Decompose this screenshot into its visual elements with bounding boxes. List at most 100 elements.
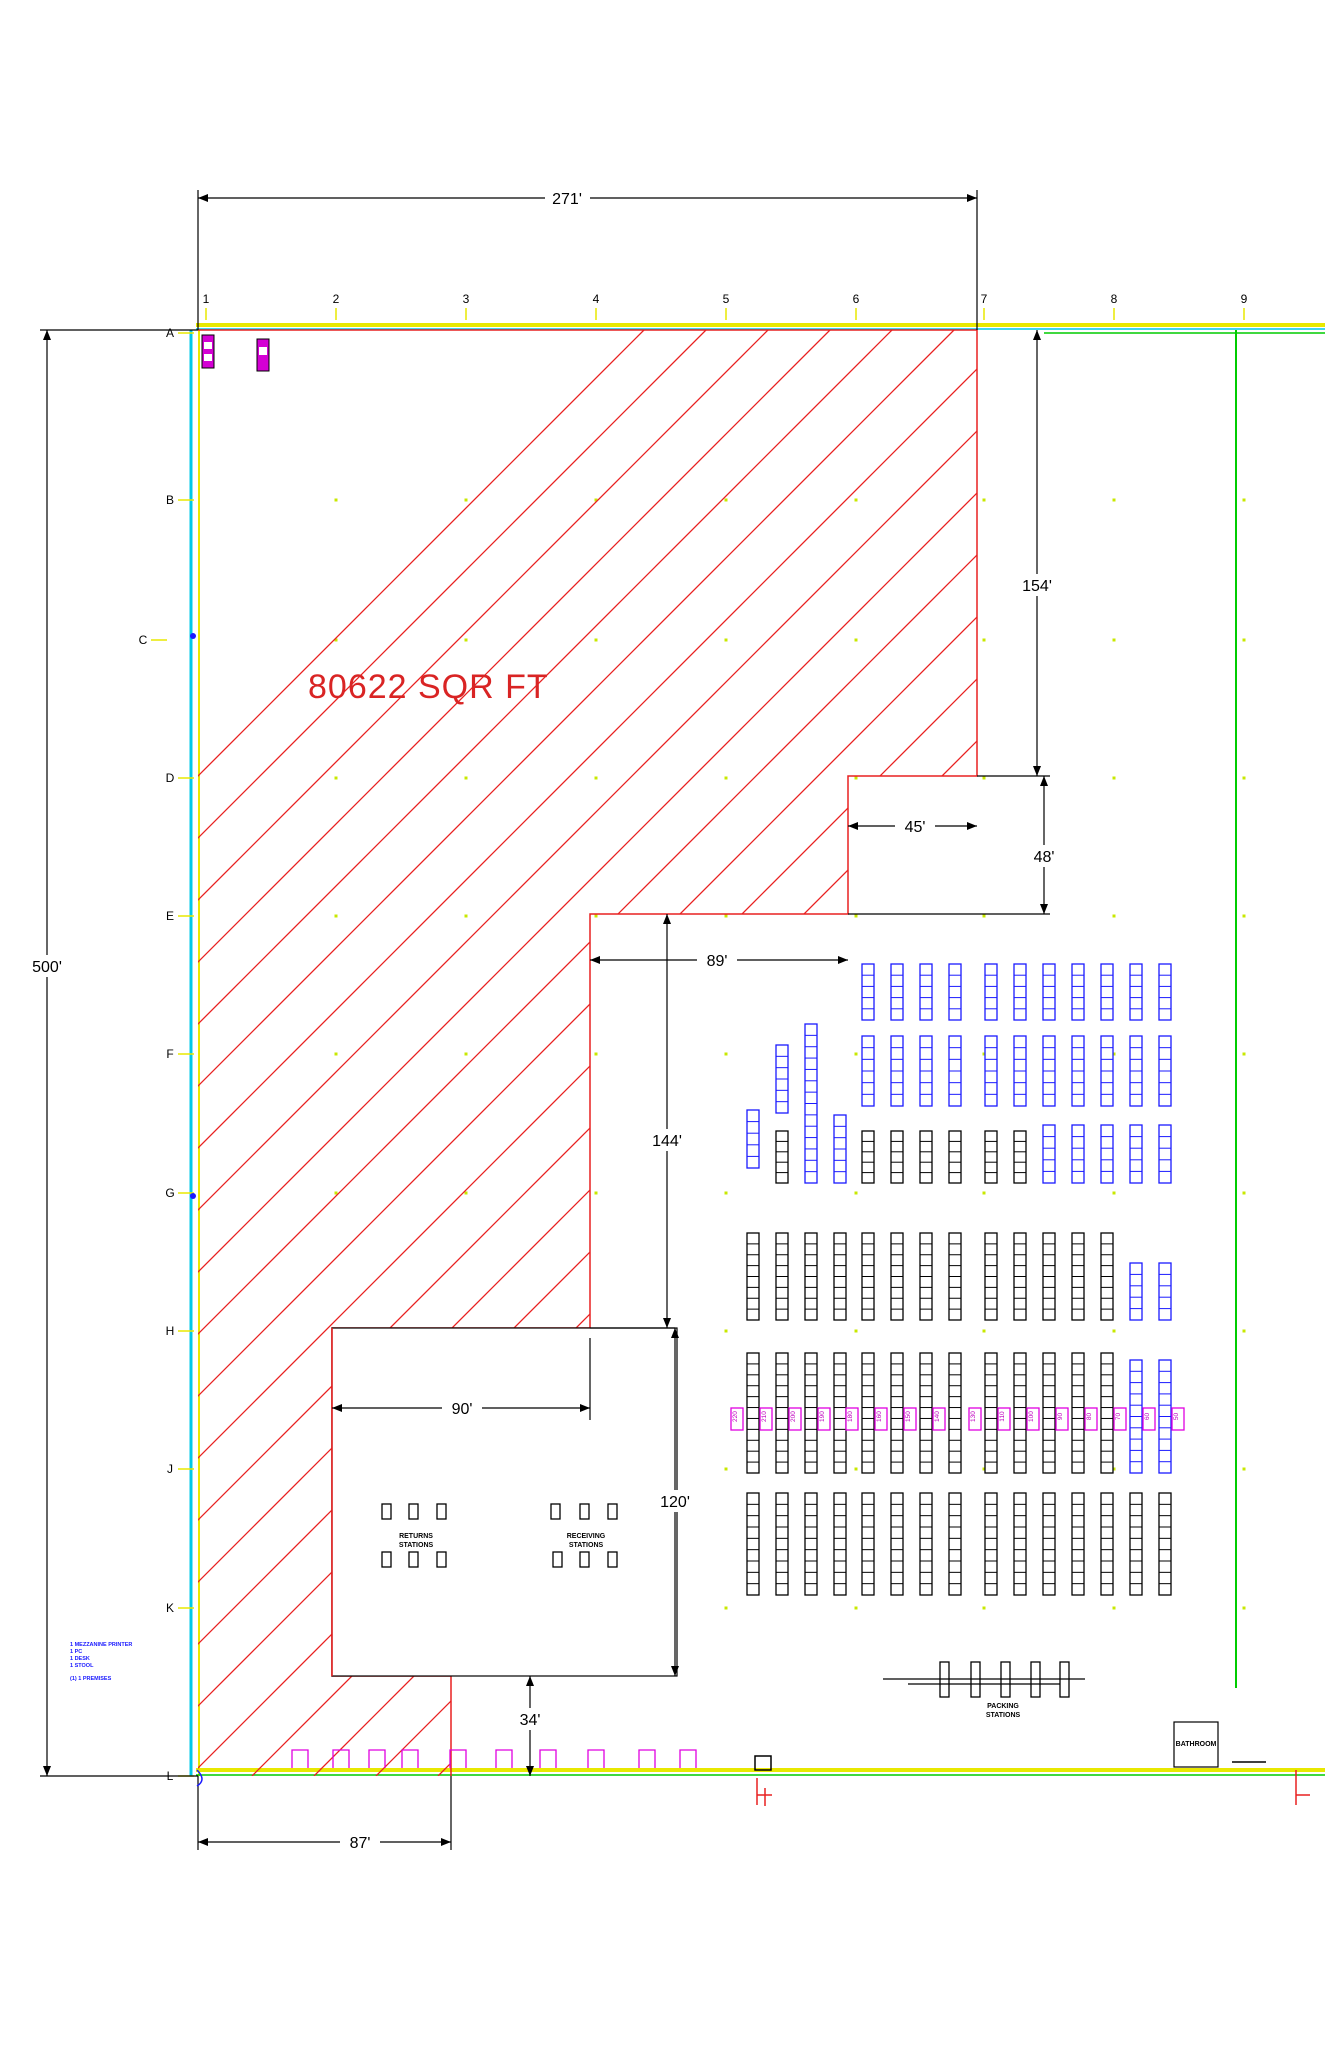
grid-column-5: 5 bbox=[723, 292, 730, 306]
black-rack-row3-4 bbox=[948, 1130, 962, 1184]
black-rack-row5-4 bbox=[861, 1352, 875, 1474]
blue-rack-top-6 bbox=[1042, 963, 1056, 1021]
dock-door-4 bbox=[449, 1749, 467, 1768]
black-rack-row6-6 bbox=[919, 1492, 933, 1596]
black-rack-row6-3 bbox=[833, 1492, 847, 1596]
grid-column-3: 3 bbox=[463, 292, 470, 306]
blue-rack-top-8 bbox=[1100, 963, 1114, 1021]
receiving-desk-bottom-0 bbox=[552, 1551, 563, 1568]
pick-tag-110: 110 bbox=[999, 1411, 1006, 1422]
black-rack-row6-0 bbox=[746, 1492, 760, 1596]
blue-rack-top-1 bbox=[890, 963, 904, 1021]
dim-120: 120' bbox=[660, 1494, 690, 1511]
note-line-2: 1 PC bbox=[70, 1649, 82, 1655]
blue-rack-row3-2 bbox=[1100, 1124, 1114, 1184]
dim-34: 34' bbox=[520, 1712, 541, 1729]
returns-desk-bottom-0 bbox=[381, 1551, 392, 1568]
black-rack-row6-10 bbox=[1042, 1492, 1056, 1596]
dimension-arrows bbox=[43, 194, 1048, 1846]
notes: 1 MEZZANINE PRINTER 1 PC 1 DESK 1 STOOL … bbox=[70, 1642, 132, 1682]
blue-rack-row3-4 bbox=[1158, 1124, 1172, 1184]
packing-desk-1 bbox=[970, 1661, 981, 1698]
racking-black bbox=[746, 1130, 1172, 1596]
grid-column-6: 6 bbox=[853, 292, 860, 306]
receiving-desk-bottom-2 bbox=[607, 1551, 618, 1568]
racking-blue bbox=[746, 963, 1172, 1474]
dim-90: 90' bbox=[452, 1401, 473, 1418]
returns-desk-top-2 bbox=[436, 1503, 447, 1520]
black-rack-row5-2 bbox=[804, 1352, 818, 1474]
grid-row-B: B bbox=[166, 493, 174, 507]
dock-door-8 bbox=[638, 1749, 656, 1768]
area-label: 80622 SQR FT bbox=[308, 668, 549, 706]
grid-row-J: J bbox=[167, 1462, 173, 1476]
door-symbol-west bbox=[196, 1769, 203, 1787]
dim-48: 48' bbox=[1034, 849, 1055, 866]
packing-desk-4 bbox=[1059, 1661, 1070, 1698]
dock-doors bbox=[291, 1749, 697, 1768]
dock-door-2 bbox=[368, 1749, 386, 1768]
black-rack-row6-9 bbox=[1013, 1492, 1027, 1596]
north-wall-yellow bbox=[196, 323, 1325, 327]
returns-desk-top-1 bbox=[408, 1503, 419, 1520]
grid-column-7: 7 bbox=[981, 292, 988, 306]
dim-89: 89' bbox=[707, 953, 728, 970]
black-rack-row5-7 bbox=[948, 1352, 962, 1474]
black-rack-row3-5 bbox=[984, 1130, 998, 1184]
grid-column-8: 8 bbox=[1111, 292, 1118, 306]
bathroom: BATHROOM bbox=[1173, 1721, 1266, 1768]
black-rack-row5-11 bbox=[1071, 1352, 1085, 1474]
black-rack-row5-10 bbox=[1042, 1352, 1056, 1474]
pick-tag-200: 200 bbox=[790, 1411, 797, 1422]
black-rack-row5-3 bbox=[833, 1352, 847, 1474]
receiving-label-1: RECEIVING bbox=[567, 1533, 606, 1540]
door-symbols bbox=[196, 1755, 1310, 1806]
black-rack-row5-12 bbox=[1100, 1352, 1114, 1474]
packing-desk-2 bbox=[1000, 1661, 1011, 1698]
pick-tag-90: 90 bbox=[1057, 1413, 1064, 1421]
grid-row-H: H bbox=[166, 1324, 175, 1338]
black-rack-row5-5 bbox=[890, 1352, 904, 1474]
door-symbol-south bbox=[756, 1778, 772, 1806]
black-rack-row6-2 bbox=[804, 1492, 818, 1596]
blue-rack-row4-0 bbox=[1129, 1262, 1143, 1321]
column-markers bbox=[334, 498, 1246, 1610]
blue-rack-row4-1 bbox=[1158, 1262, 1172, 1321]
dock-door-1 bbox=[332, 1749, 350, 1768]
grid-column-4: 4 bbox=[593, 292, 600, 306]
grid-row-A: A bbox=[166, 326, 174, 340]
receiving-desk-top-1 bbox=[579, 1503, 590, 1520]
black-rack-row6-1 bbox=[775, 1492, 789, 1596]
pick-tag-50: 50 bbox=[1173, 1413, 1180, 1421]
bathroom-outline bbox=[1173, 1721, 1219, 1768]
room-outline bbox=[331, 1327, 678, 1677]
black-rack-row5-1 bbox=[775, 1352, 789, 1474]
door-frame-south bbox=[754, 1755, 772, 1771]
grid-row-F: F bbox=[166, 1047, 173, 1061]
dock-door-0 bbox=[291, 1749, 309, 1768]
bathroom-label: BATHROOM bbox=[1176, 1741, 1217, 1748]
black-rack-row3-3 bbox=[919, 1130, 933, 1184]
blue-rack-top-4 bbox=[984, 963, 998, 1021]
returns-desk-bottom-2 bbox=[436, 1551, 447, 1568]
blue-rack-top-9 bbox=[1129, 963, 1143, 1021]
black-rack-row6-4 bbox=[861, 1492, 875, 1596]
note-line-5: (1) 1 PREMISES bbox=[70, 1676, 112, 1682]
returns-stations bbox=[381, 1503, 447, 1568]
black-rack-row5-6 bbox=[919, 1352, 933, 1474]
black-rack-row6-7 bbox=[948, 1492, 962, 1596]
returns-label-1: RETURNS bbox=[399, 1533, 433, 1540]
dim-45: 45' bbox=[905, 819, 926, 836]
grid-column-1: 1 bbox=[203, 292, 210, 306]
equipment-symbols bbox=[190, 334, 270, 1199]
pick-tag-100: 100 bbox=[1028, 1411, 1035, 1422]
blue-rack-row3-1 bbox=[1071, 1124, 1085, 1184]
dock-door-3 bbox=[401, 1749, 419, 1768]
pick-tag-130: 130 bbox=[970, 1411, 977, 1422]
dim-154: 154' bbox=[1022, 578, 1052, 595]
packing-stations: PACKING STATIONS bbox=[883, 1661, 1085, 1719]
blue-rack-top-2 bbox=[919, 963, 933, 1021]
pick-tag-160: 160 bbox=[876, 1411, 883, 1422]
note-line-3: 1 DESK bbox=[70, 1656, 90, 1662]
black-rack-row3-0 bbox=[775, 1130, 789, 1184]
